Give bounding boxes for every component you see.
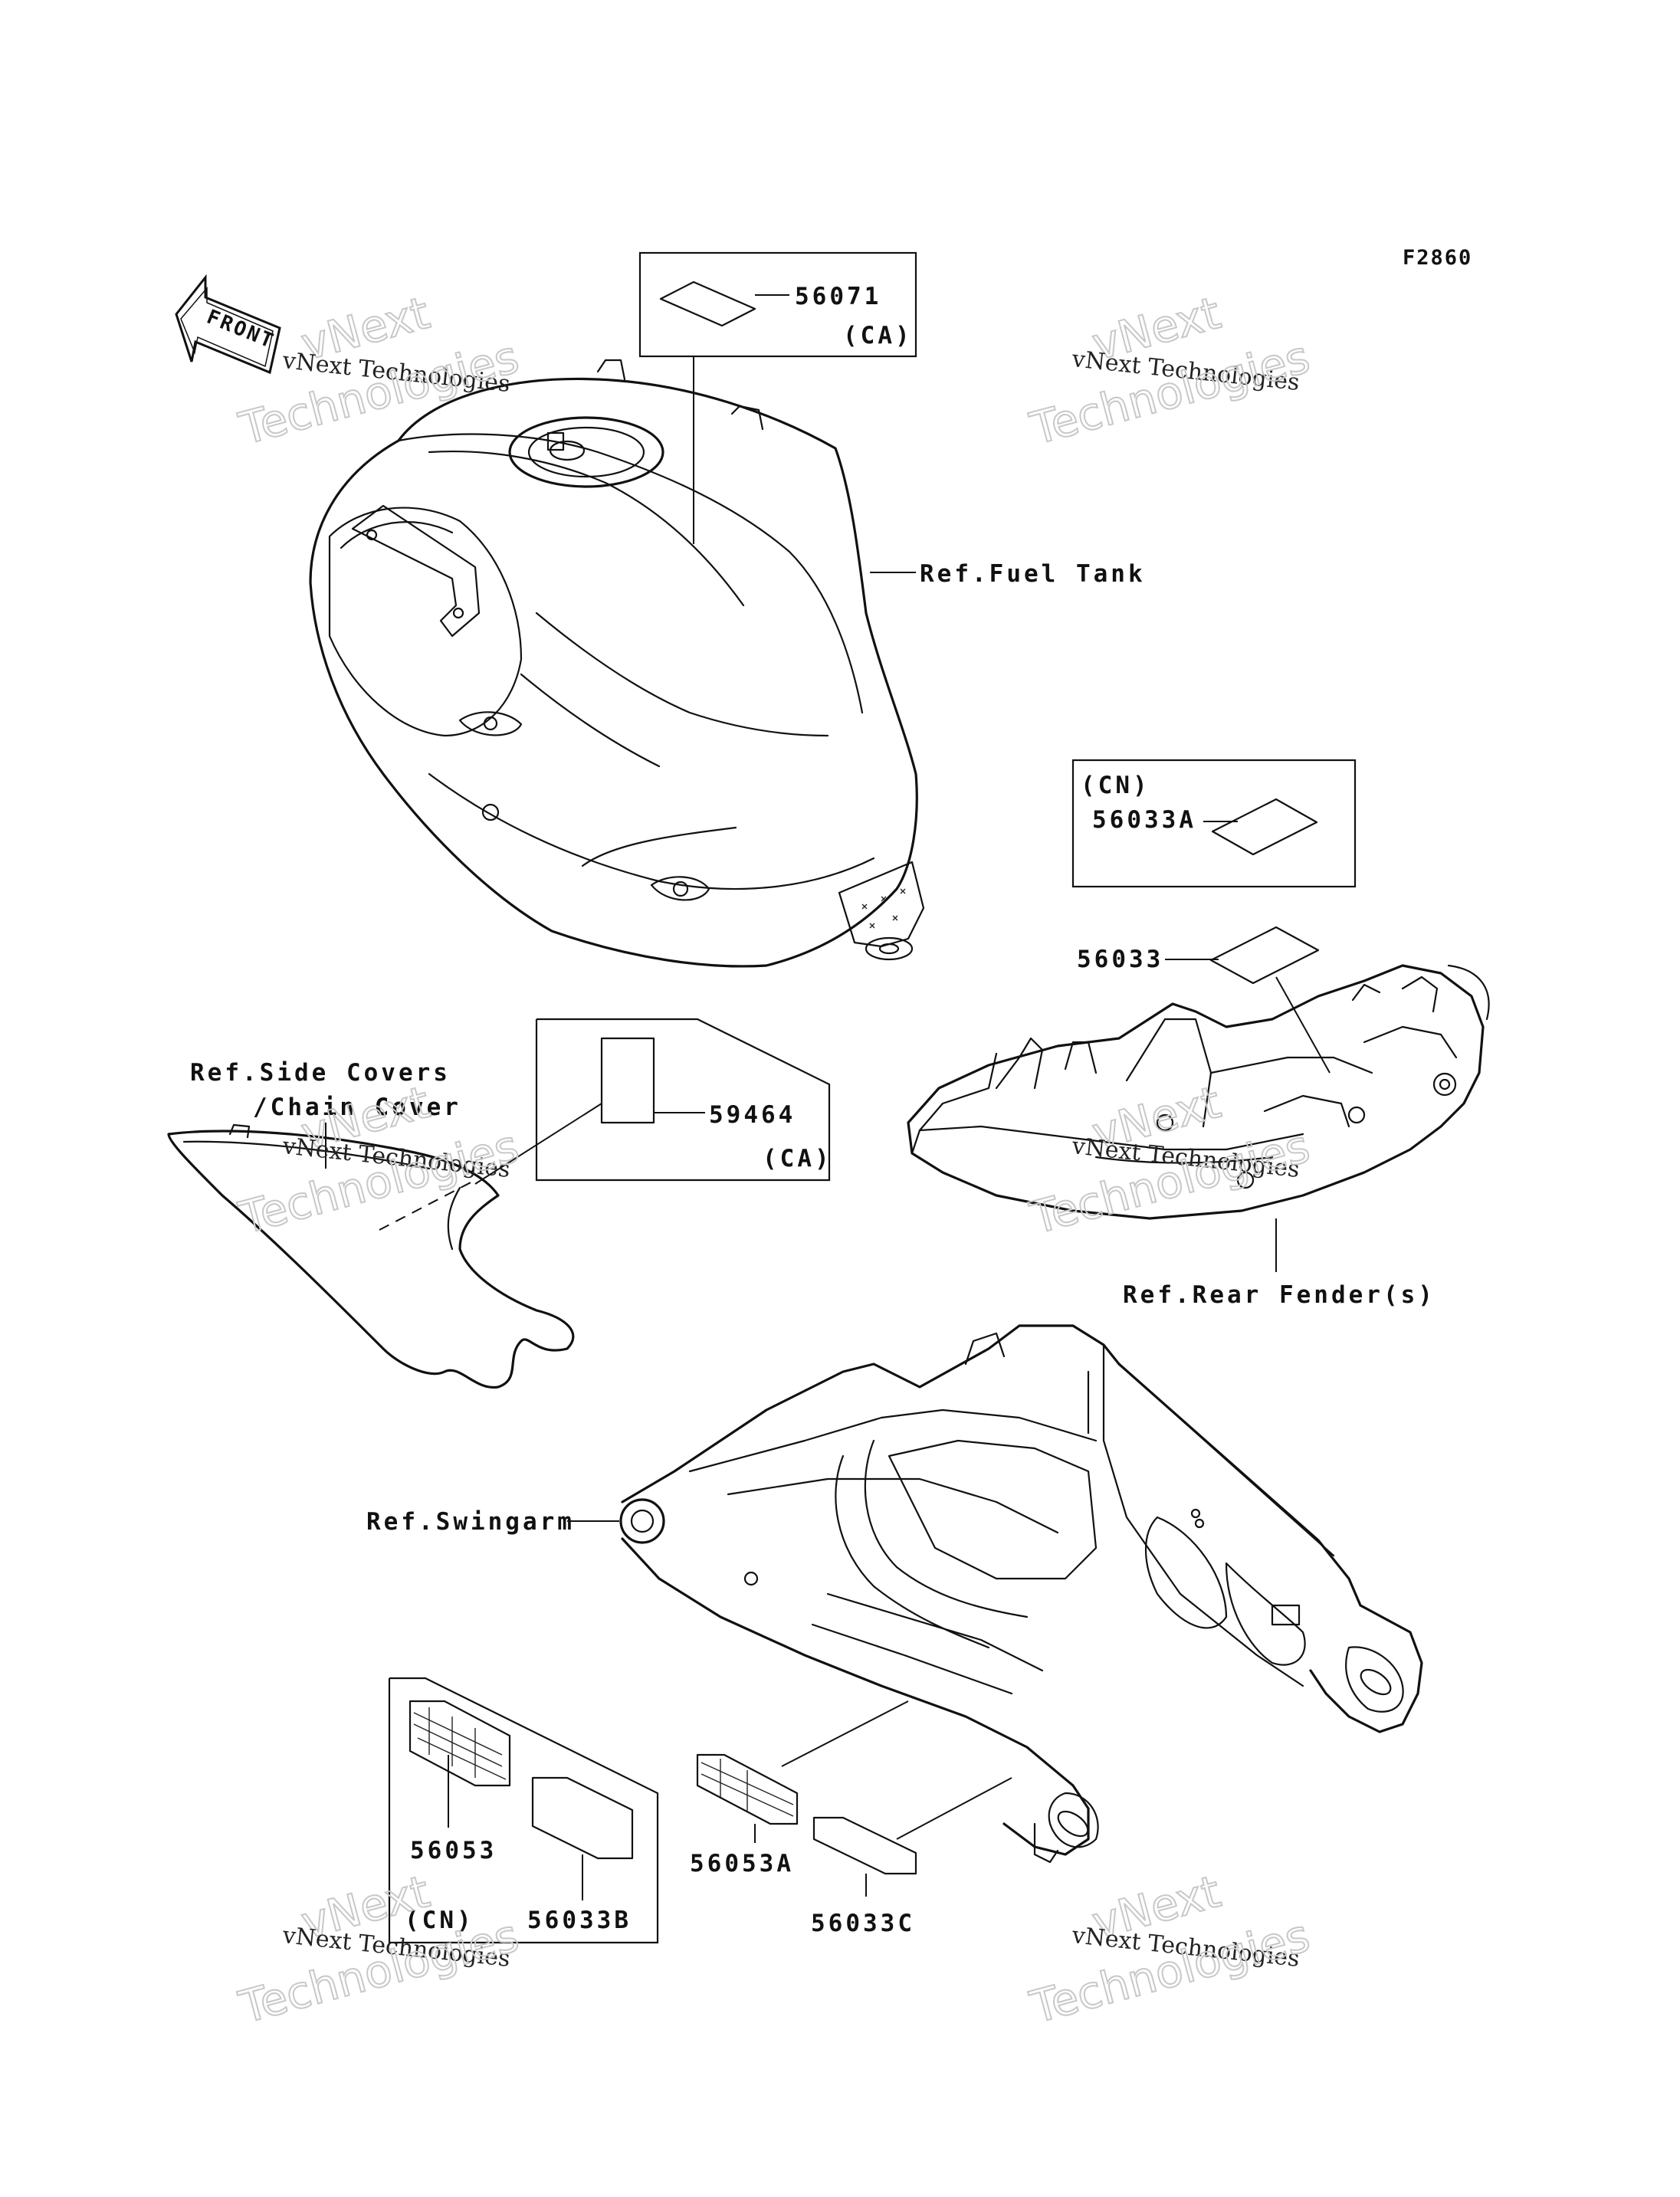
part-number-56053A: 56053A — [690, 1850, 794, 1877]
part-number-56033B: 56033B — [527, 1907, 632, 1934]
rear-fender-drawing — [907, 964, 1490, 1220]
watermark-mid-right: vNext vNext Technologies Technologies — [1024, 1075, 1315, 1245]
part-number-56033: 56033 — [1077, 946, 1163, 973]
label-56033A-frame — [1071, 759, 1357, 888]
ref-swingarm: Ref.Swingarm — [366, 1508, 575, 1536]
region-ca-59464: (CA) — [763, 1145, 832, 1172]
part-number-56033A: 56033A — [1092, 806, 1196, 834]
ref-rear-fender: Ref.Rear Fender(s) — [1123, 1281, 1436, 1309]
decal-56053-icon — [409, 1700, 511, 1787]
watermark-bottom-right: vNext vNext Technologies Technologies — [1024, 1864, 1315, 2035]
region-cn-56053: (CN) — [405, 1907, 474, 1934]
part-number-56053: 56053 — [410, 1837, 497, 1864]
decal-56033A-icon — [1211, 798, 1318, 856]
decal-56033-icon — [1209, 926, 1320, 985]
watermark-bottom-left: vNext vNext Technologies Technologies — [233, 1864, 524, 2035]
part-number-59464: 59464 — [709, 1101, 796, 1129]
fuel-tank-drawing — [309, 359, 925, 968]
swingarm-drawing — [619, 1324, 1423, 1864]
region-cn-56033A: (CN) — [1081, 772, 1150, 799]
decal-56053A-icon — [696, 1753, 799, 1825]
label-59464-frame — [535, 1018, 831, 1182]
front-arrow-icon: FRONT — [175, 274, 281, 375]
region-ca-56071: (CA) — [843, 322, 913, 349]
watermark-top-right: vNext vNext Technologies Technologies — [1024, 286, 1315, 456]
watermark-top-left: vNext vNext Technologies Technologies — [233, 286, 524, 456]
decal-56071-icon — [659, 280, 756, 327]
side-cover-drawing — [167, 1123, 575, 1389]
label-56071-frame — [638, 251, 917, 358]
decal-56033C-icon — [812, 1816, 917, 1875]
ref-fuel-tank: Ref.Fuel Tank — [920, 560, 1146, 588]
part-number-56033C: 56033C — [811, 1910, 915, 1937]
decal-56033B-icon — [531, 1776, 634, 1860]
ref-chain-cover: /Chain Cover — [253, 1094, 461, 1121]
label-56053-frame — [388, 1677, 659, 1944]
ref-side-covers: Ref.Side Covers — [190, 1059, 451, 1087]
figure-id: F2860 — [1403, 246, 1472, 270]
part-number-56071: 56071 — [795, 283, 881, 310]
decal-59464-icon — [600, 1037, 655, 1124]
